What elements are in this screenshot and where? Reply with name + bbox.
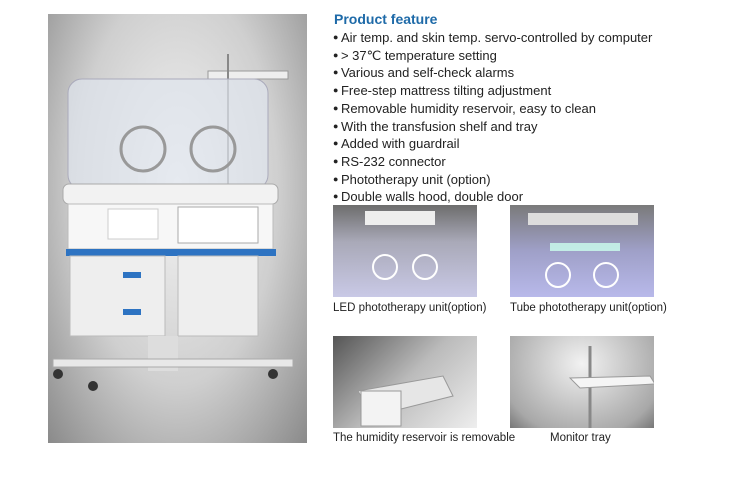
tube-phototherapy-photo — [510, 205, 654, 297]
feature-list: Air temp. and skin temp. servo-controlle… — [333, 29, 652, 206]
feature-item: Various and self-check alarms — [333, 64, 652, 82]
photo-caption: LED phototherapy unit(option) — [333, 302, 487, 314]
monitor-tray-photo — [510, 336, 654, 428]
feature-item: Free-step mattress tilting adjustment — [333, 82, 652, 100]
feature-item: Air temp. and skin temp. servo-controlle… — [333, 29, 652, 47]
feature-item: Phototherapy unit (option) — [333, 171, 652, 189]
feature-item: Added with guardrail — [333, 135, 652, 153]
feature-item: RS-232 connector — [333, 153, 652, 171]
photo-caption: The humidity reservoir is removable — [333, 432, 516, 444]
feature-item: Double walls hood, double door — [333, 188, 652, 206]
photo-caption: Monitor tray — [550, 432, 611, 444]
photo-caption: Tube phototherapy unit(option) — [510, 302, 667, 314]
product-feature-heading: Product feature — [334, 11, 438, 27]
feature-item: Removable humidity reservoir, easy to cl… — [333, 100, 652, 118]
humidity-reservoir-photo — [333, 336, 477, 428]
led-phototherapy-photo — [333, 205, 477, 297]
feature-item: With the transfusion shelf and tray — [333, 118, 652, 136]
feature-item: > 37℃ temperature setting — [333, 47, 652, 65]
infant-incubator-photo — [48, 14, 307, 443]
